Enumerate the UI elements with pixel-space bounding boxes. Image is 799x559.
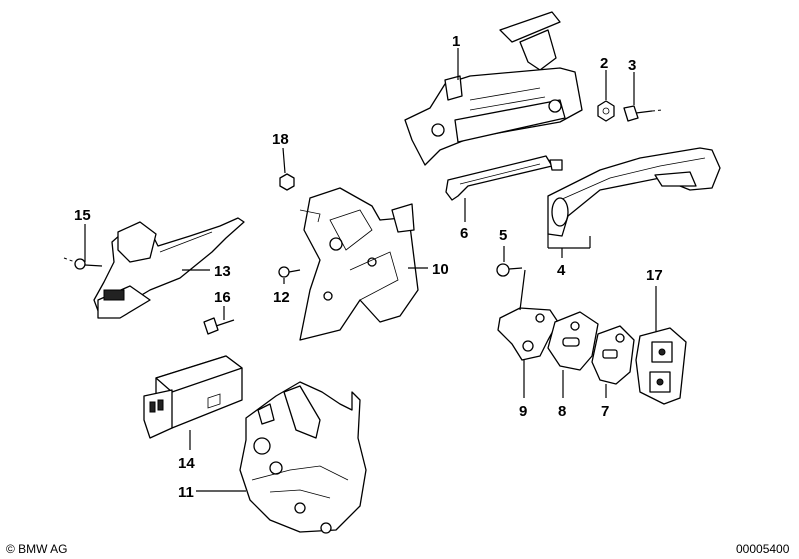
part-5-screw xyxy=(496,263,523,277)
part-7-plate xyxy=(591,325,635,385)
part-10-lock-mechanism xyxy=(299,187,419,341)
callout-5: 5 xyxy=(499,227,507,244)
leader-lines xyxy=(84,48,657,492)
part-15-screw xyxy=(63,257,103,270)
part-3-bolt xyxy=(623,105,663,122)
copyright-text: © BMW AG xyxy=(6,542,68,556)
diagram-number: 00005400 xyxy=(736,542,790,556)
callout-14: 14 xyxy=(178,455,195,472)
callout-8: 8 xyxy=(558,403,566,420)
callout-3: 3 xyxy=(628,57,636,74)
part-16-screw xyxy=(203,317,235,335)
part-2-nut xyxy=(597,100,615,122)
callout-4: 4 xyxy=(557,262,566,279)
callout-11: 11 xyxy=(178,484,194,501)
part-12-screw xyxy=(278,266,301,278)
part-11-door-lock xyxy=(239,381,367,534)
part-14-control-module xyxy=(143,355,243,439)
callout-2: 2 xyxy=(600,55,608,72)
callouts: 1 2 3 18 6 5 4 17 10 12 15 13 16 9 8 7 1… xyxy=(74,33,663,501)
part-18-nut xyxy=(279,173,295,191)
callout-6: 6 xyxy=(460,225,468,242)
callout-12: 12 xyxy=(273,289,290,306)
part-17-gasket xyxy=(635,327,687,405)
callout-16: 16 xyxy=(214,289,231,306)
callout-15: 15 xyxy=(74,207,91,224)
callout-7: 7 xyxy=(601,403,609,420)
part-4-grip xyxy=(547,147,721,237)
callout-9: 9 xyxy=(519,403,527,420)
part-13-actuator xyxy=(93,217,245,319)
part-6-seal xyxy=(445,155,563,201)
part-9-bracket xyxy=(497,307,559,361)
callout-1: 1 xyxy=(452,33,460,50)
part-1-handle-carrier xyxy=(404,11,583,166)
callout-10: 10 xyxy=(432,261,449,278)
callout-18: 18 xyxy=(272,131,289,148)
callout-17: 17 xyxy=(646,267,663,284)
part-8-plate xyxy=(547,311,599,371)
callout-13: 13 xyxy=(214,263,231,280)
